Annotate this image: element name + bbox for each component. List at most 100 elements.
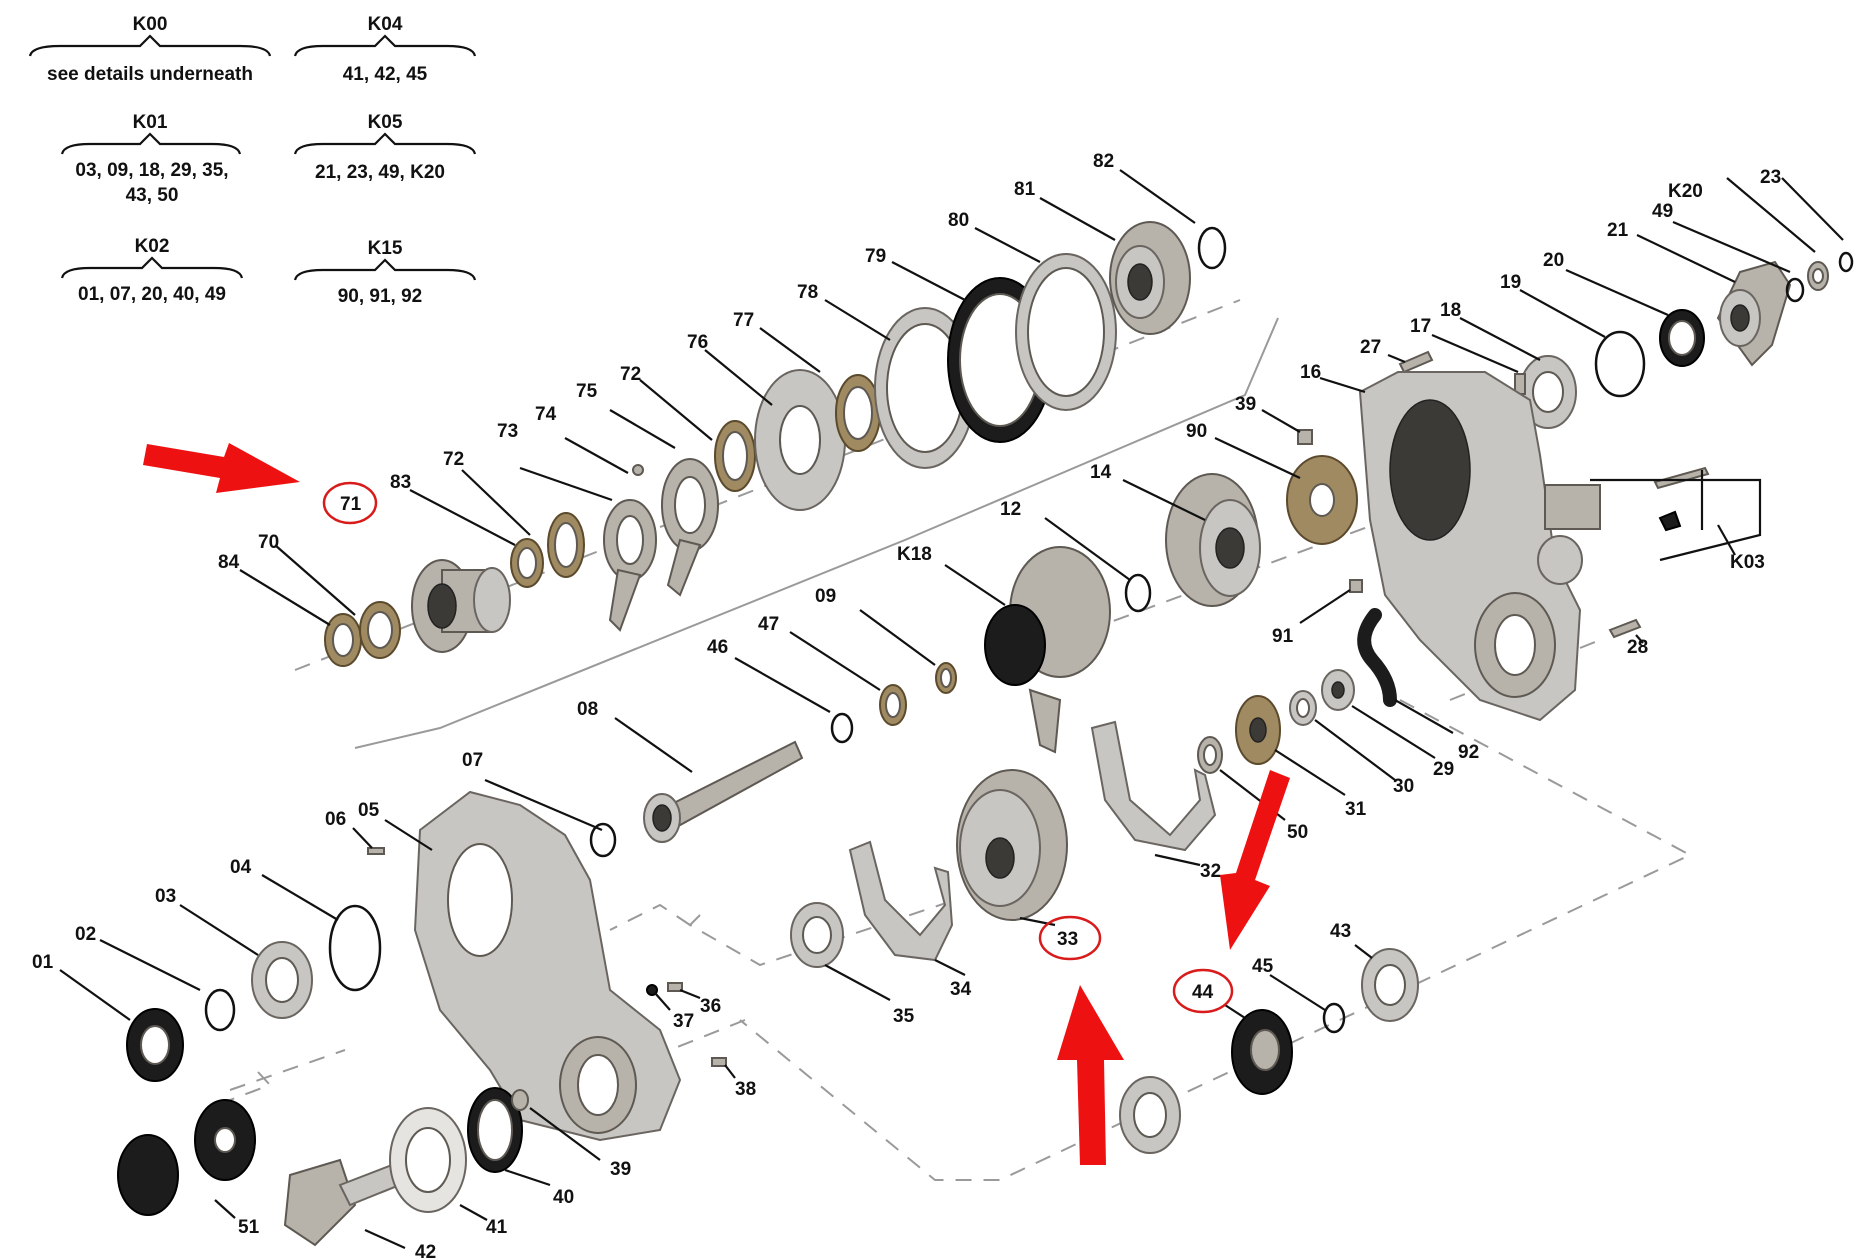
kit-group-k02: K02 01, 07, 20, 40, 49 bbox=[60, 236, 244, 305]
highlight-circle-33 bbox=[1038, 915, 1102, 961]
label-21: 21 bbox=[1607, 220, 1629, 241]
kit-code: K04 bbox=[368, 14, 403, 35]
part-09-needle-bearing bbox=[935, 662, 957, 694]
part-73-shift-fork bbox=[603, 499, 657, 632]
label-02: 02 bbox=[75, 924, 96, 945]
part-84-thrust-washer bbox=[324, 613, 362, 667]
label-12: 12 bbox=[1000, 499, 1021, 520]
part-33-gear bbox=[956, 769, 1068, 921]
part-39-plug-b bbox=[511, 1089, 529, 1111]
part-36-pin bbox=[667, 982, 683, 992]
kit-code: K05 bbox=[368, 112, 403, 133]
kit-brace bbox=[293, 132, 477, 155]
part-82-snap-ring bbox=[1197, 226, 1227, 270]
part-90-plate bbox=[1286, 455, 1358, 545]
label-20: 20 bbox=[1543, 250, 1564, 271]
part-76-pressure-plate bbox=[754, 369, 846, 511]
label-91: 91 bbox=[1272, 626, 1294, 647]
red-arrows bbox=[143, 443, 1290, 1165]
label-35: 35 bbox=[893, 1006, 915, 1027]
part-71-gear bbox=[411, 559, 511, 653]
arrow-to-44 bbox=[1220, 770, 1290, 950]
part-35-bearing bbox=[790, 902, 844, 968]
part-92-hose bbox=[1357, 608, 1397, 707]
part-01-seal bbox=[126, 1008, 184, 1082]
part-50-needle-bearing bbox=[1197, 736, 1223, 774]
kit-brace bbox=[60, 132, 242, 155]
label-K20: K20 bbox=[1668, 181, 1703, 202]
label-39-bottom: 39 bbox=[610, 1159, 631, 1180]
highlight-circle-44 bbox=[1172, 968, 1234, 1014]
kit-brace bbox=[293, 258, 477, 281]
part-K18-clutch-assembly bbox=[984, 546, 1111, 754]
highlight-circle-71 bbox=[322, 481, 378, 525]
highlight-circles bbox=[322, 481, 1234, 1014]
part-75-shift-fork bbox=[661, 458, 719, 597]
label-38: 38 bbox=[735, 1079, 756, 1100]
part-20-seal bbox=[1659, 309, 1705, 367]
part-labels: 82 81 80 79 78 77 76 75 74 73 72 72 71 8… bbox=[32, 151, 1781, 1260]
axis-guide-bracket bbox=[229, 1071, 272, 1101]
label-17: 17 bbox=[1410, 316, 1431, 337]
kit-brace bbox=[60, 256, 244, 279]
label-46: 46 bbox=[707, 637, 728, 658]
kit-code: K01 bbox=[133, 112, 168, 133]
label-28: 28 bbox=[1627, 637, 1648, 658]
part-02-snap-ring bbox=[204, 988, 236, 1032]
kit-parts: 90, 91, 92 bbox=[338, 286, 423, 307]
part-21-flange bbox=[1716, 260, 1792, 367]
kit-group-k15: K15 90, 91, 92 bbox=[293, 238, 477, 307]
part-72-thrust-bearing bbox=[547, 512, 585, 578]
label-78: 78 bbox=[797, 282, 818, 303]
kit-parts: 01, 07, 20, 40, 49 bbox=[78, 284, 226, 305]
label-51: 51 bbox=[238, 1217, 260, 1238]
part-40-seal bbox=[467, 1087, 523, 1173]
label-43: 43 bbox=[1330, 921, 1351, 942]
kit-code: K02 bbox=[135, 236, 170, 257]
label-81: 81 bbox=[1014, 179, 1036, 200]
label-K03: K03 bbox=[1730, 552, 1765, 573]
part-38-pin bbox=[711, 1057, 727, 1067]
part-12-snap-ring bbox=[1124, 573, 1152, 613]
label-23: 23 bbox=[1760, 167, 1781, 188]
part-43-bearing bbox=[1361, 948, 1419, 1022]
part-80-clutch-disc bbox=[1015, 253, 1117, 411]
kit-group-k00: K00 see details underneath bbox=[28, 14, 272, 85]
part-19-snap-ring bbox=[1594, 330, 1646, 398]
kit-group-k05: K05 21, 23, 49, K20 bbox=[293, 112, 477, 183]
label-08: 08 bbox=[577, 699, 598, 720]
label-04: 04 bbox=[230, 857, 252, 878]
label-92: 92 bbox=[1458, 742, 1479, 763]
part-83-needle-bearing bbox=[510, 538, 544, 588]
part-30-washer bbox=[1289, 690, 1317, 726]
label-01: 01 bbox=[32, 952, 54, 973]
part-81-clutch-drum bbox=[1109, 221, 1191, 335]
part-29-bearing bbox=[1321, 669, 1355, 711]
label-16: 16 bbox=[1300, 362, 1321, 383]
label-44: 44 bbox=[1192, 982, 1214, 1003]
part-23-washer bbox=[1838, 251, 1854, 273]
part-91-clip bbox=[1349, 579, 1363, 593]
label-70: 70 bbox=[258, 532, 279, 553]
part-45-snap-ring bbox=[1322, 1002, 1346, 1034]
label-27: 27 bbox=[1360, 337, 1381, 358]
label-40: 40 bbox=[553, 1187, 574, 1208]
label-33: 33 bbox=[1057, 929, 1078, 950]
label-41: 41 bbox=[486, 1217, 508, 1238]
label-09: 09 bbox=[815, 586, 836, 607]
kit-code: K00 bbox=[133, 14, 168, 35]
label-47: 47 bbox=[758, 614, 779, 635]
part-32-oil-baffle bbox=[1090, 720, 1217, 852]
label-18: 18 bbox=[1440, 300, 1461, 321]
label-73: 73 bbox=[497, 421, 518, 442]
part-46-snap-ring bbox=[830, 712, 854, 744]
axis-guide-lower bbox=[229, 1049, 346, 1091]
label-39-top: 39 bbox=[1235, 394, 1256, 415]
kit-parts: 41, 42, 45 bbox=[343, 64, 428, 85]
label-29: 29 bbox=[1433, 759, 1454, 780]
kit-code: K15 bbox=[368, 238, 403, 259]
part-51-flange-yoke bbox=[117, 1099, 256, 1216]
part-77-thrust-bearing bbox=[835, 374, 881, 452]
arrow-to-33 bbox=[1057, 985, 1124, 1165]
